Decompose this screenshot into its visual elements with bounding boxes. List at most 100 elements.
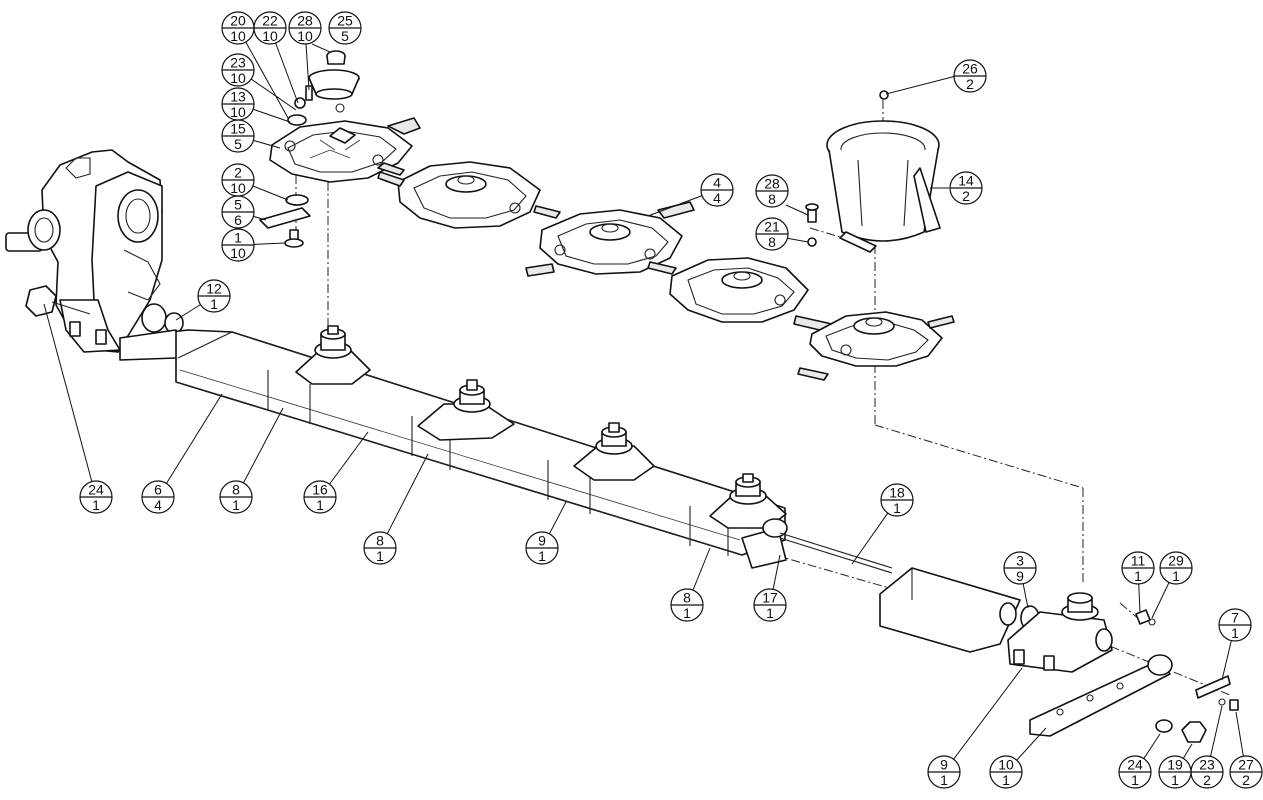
cutter-disc-4 xyxy=(647,257,833,333)
callout-part-number: 12 xyxy=(206,281,222,297)
callout-quantity: 1 xyxy=(92,497,100,513)
callout-quantity: 10 xyxy=(262,28,278,44)
callout-part-number: 8 xyxy=(232,482,240,498)
callout-11-1: 111 xyxy=(1121,551,1155,585)
callout-quantity: 6 xyxy=(234,212,242,228)
callout-quantity: 4 xyxy=(713,190,721,206)
callout-5-6: 56 xyxy=(221,195,255,229)
callout-10-1: 101 xyxy=(989,755,1023,789)
callout-6-4: 64 xyxy=(141,480,175,514)
callout-part-number: 2 xyxy=(234,165,242,181)
callout-part-number: 5 xyxy=(234,197,242,213)
callout-quantity: 5 xyxy=(234,136,242,152)
callout-quantity: 1 xyxy=(1171,772,1179,788)
callout-quantity: 1 xyxy=(210,296,218,312)
callout-7-1: 71 xyxy=(1218,608,1252,642)
callout-part-number: 24 xyxy=(88,482,104,498)
callout-quantity: 10 xyxy=(230,104,246,120)
cutter-bar xyxy=(119,325,893,574)
drum-14 xyxy=(826,120,941,253)
callout-balloons: 2010221028102552310131015521056110121262… xyxy=(79,11,1263,789)
end-section xyxy=(879,567,1113,673)
callout-2-10: 210 xyxy=(221,163,255,197)
callout-23-2: 232 xyxy=(1190,755,1224,789)
callout-quantity: 10 xyxy=(230,70,246,86)
callout-8-1c: 81 xyxy=(670,588,704,622)
callout-part-number: 25 xyxy=(337,13,353,29)
gearbox xyxy=(5,149,184,353)
callout-quantity: 1 xyxy=(1002,772,1010,788)
callout-quantity: 8 xyxy=(768,234,776,250)
callout-quantity: 2 xyxy=(1242,772,1250,788)
cutter-disc-1 xyxy=(269,117,421,183)
callout-quantity: 1 xyxy=(538,548,546,564)
callout-quantity: 10 xyxy=(230,180,246,196)
callout-1-10: 110 xyxy=(221,228,255,262)
callout-25-5: 255 xyxy=(328,11,362,45)
callout-part-number: 13 xyxy=(230,89,246,105)
callout-part-number: 28 xyxy=(764,176,780,192)
callout-quantity: 1 xyxy=(766,605,774,621)
callout-quantity: 1 xyxy=(232,497,240,513)
callout-quantity: 10 xyxy=(230,28,246,44)
callout-quantity: 2 xyxy=(966,76,974,92)
callout-part-number: 9 xyxy=(538,533,546,549)
callout-16-1: 161 xyxy=(303,480,337,514)
callout-9-1a: 91 xyxy=(525,531,559,565)
callout-part-number: 26 xyxy=(962,61,978,77)
callout-9-1b: 91 xyxy=(927,755,961,789)
callout-quantity: 1 xyxy=(316,497,324,513)
callout-14-2: 142 xyxy=(949,171,983,205)
callout-4-4: 44 xyxy=(700,173,734,207)
callout-29-1: 291 xyxy=(1159,551,1193,585)
callout-3-9: 39 xyxy=(1003,551,1037,585)
cutter-disc-2 xyxy=(377,161,561,229)
callout-part-number: 17 xyxy=(762,590,778,606)
callout-part-number: 11 xyxy=(1131,553,1146,569)
callout-quantity: 9 xyxy=(1016,568,1024,584)
callout-quantity: 1 xyxy=(1172,568,1180,584)
callout-part-number: 8 xyxy=(376,533,384,549)
callout-quantity: 8 xyxy=(768,191,776,207)
callout-part-number: 22 xyxy=(262,13,278,29)
callout-15-5: 155 xyxy=(221,119,255,153)
callout-part-number: 19 xyxy=(1167,757,1183,773)
callout-part-number: 28 xyxy=(297,13,313,29)
skid-plate-10 xyxy=(1029,654,1173,737)
callout-quantity: 1 xyxy=(1131,772,1139,788)
callout-quantity: 10 xyxy=(230,245,246,261)
callout-8-1a: 81 xyxy=(219,480,253,514)
callout-8-1b: 81 xyxy=(363,531,397,565)
callout-part-number: 14 xyxy=(958,173,974,189)
callout-28-8: 288 xyxy=(755,174,789,208)
callout-part-number: 9 xyxy=(940,757,948,773)
callout-27-2: 272 xyxy=(1229,755,1263,789)
callout-part-number: 4 xyxy=(713,175,721,191)
callout-quantity: 1 xyxy=(1231,625,1239,641)
callout-quantity: 1 xyxy=(376,548,384,564)
callout-part-number: 27 xyxy=(1238,757,1254,773)
callout-quantity: 5 xyxy=(341,28,349,44)
callout-24-1a: 241 xyxy=(79,480,113,514)
callout-part-number: 23 xyxy=(1199,757,1215,773)
callout-quantity: 10 xyxy=(297,28,313,44)
callout-24-1b: 241 xyxy=(1118,755,1152,789)
callout-quantity: 2 xyxy=(962,188,970,204)
callout-18-1: 181 xyxy=(880,483,914,517)
callout-part-number: 8 xyxy=(683,590,691,606)
callout-part-number: 15 xyxy=(230,121,246,137)
callout-part-number: 18 xyxy=(889,485,905,501)
callout-part-number: 16 xyxy=(312,482,328,498)
callout-quantity: 4 xyxy=(154,497,162,513)
callout-quantity: 2 xyxy=(1203,772,1211,788)
cutter-disc-5 xyxy=(797,311,955,381)
callout-part-number: 10 xyxy=(998,757,1014,773)
callout-part-number: 21 xyxy=(764,219,780,235)
callout-part-number: 20 xyxy=(230,13,246,29)
callout-26-2: 262 xyxy=(953,59,987,93)
